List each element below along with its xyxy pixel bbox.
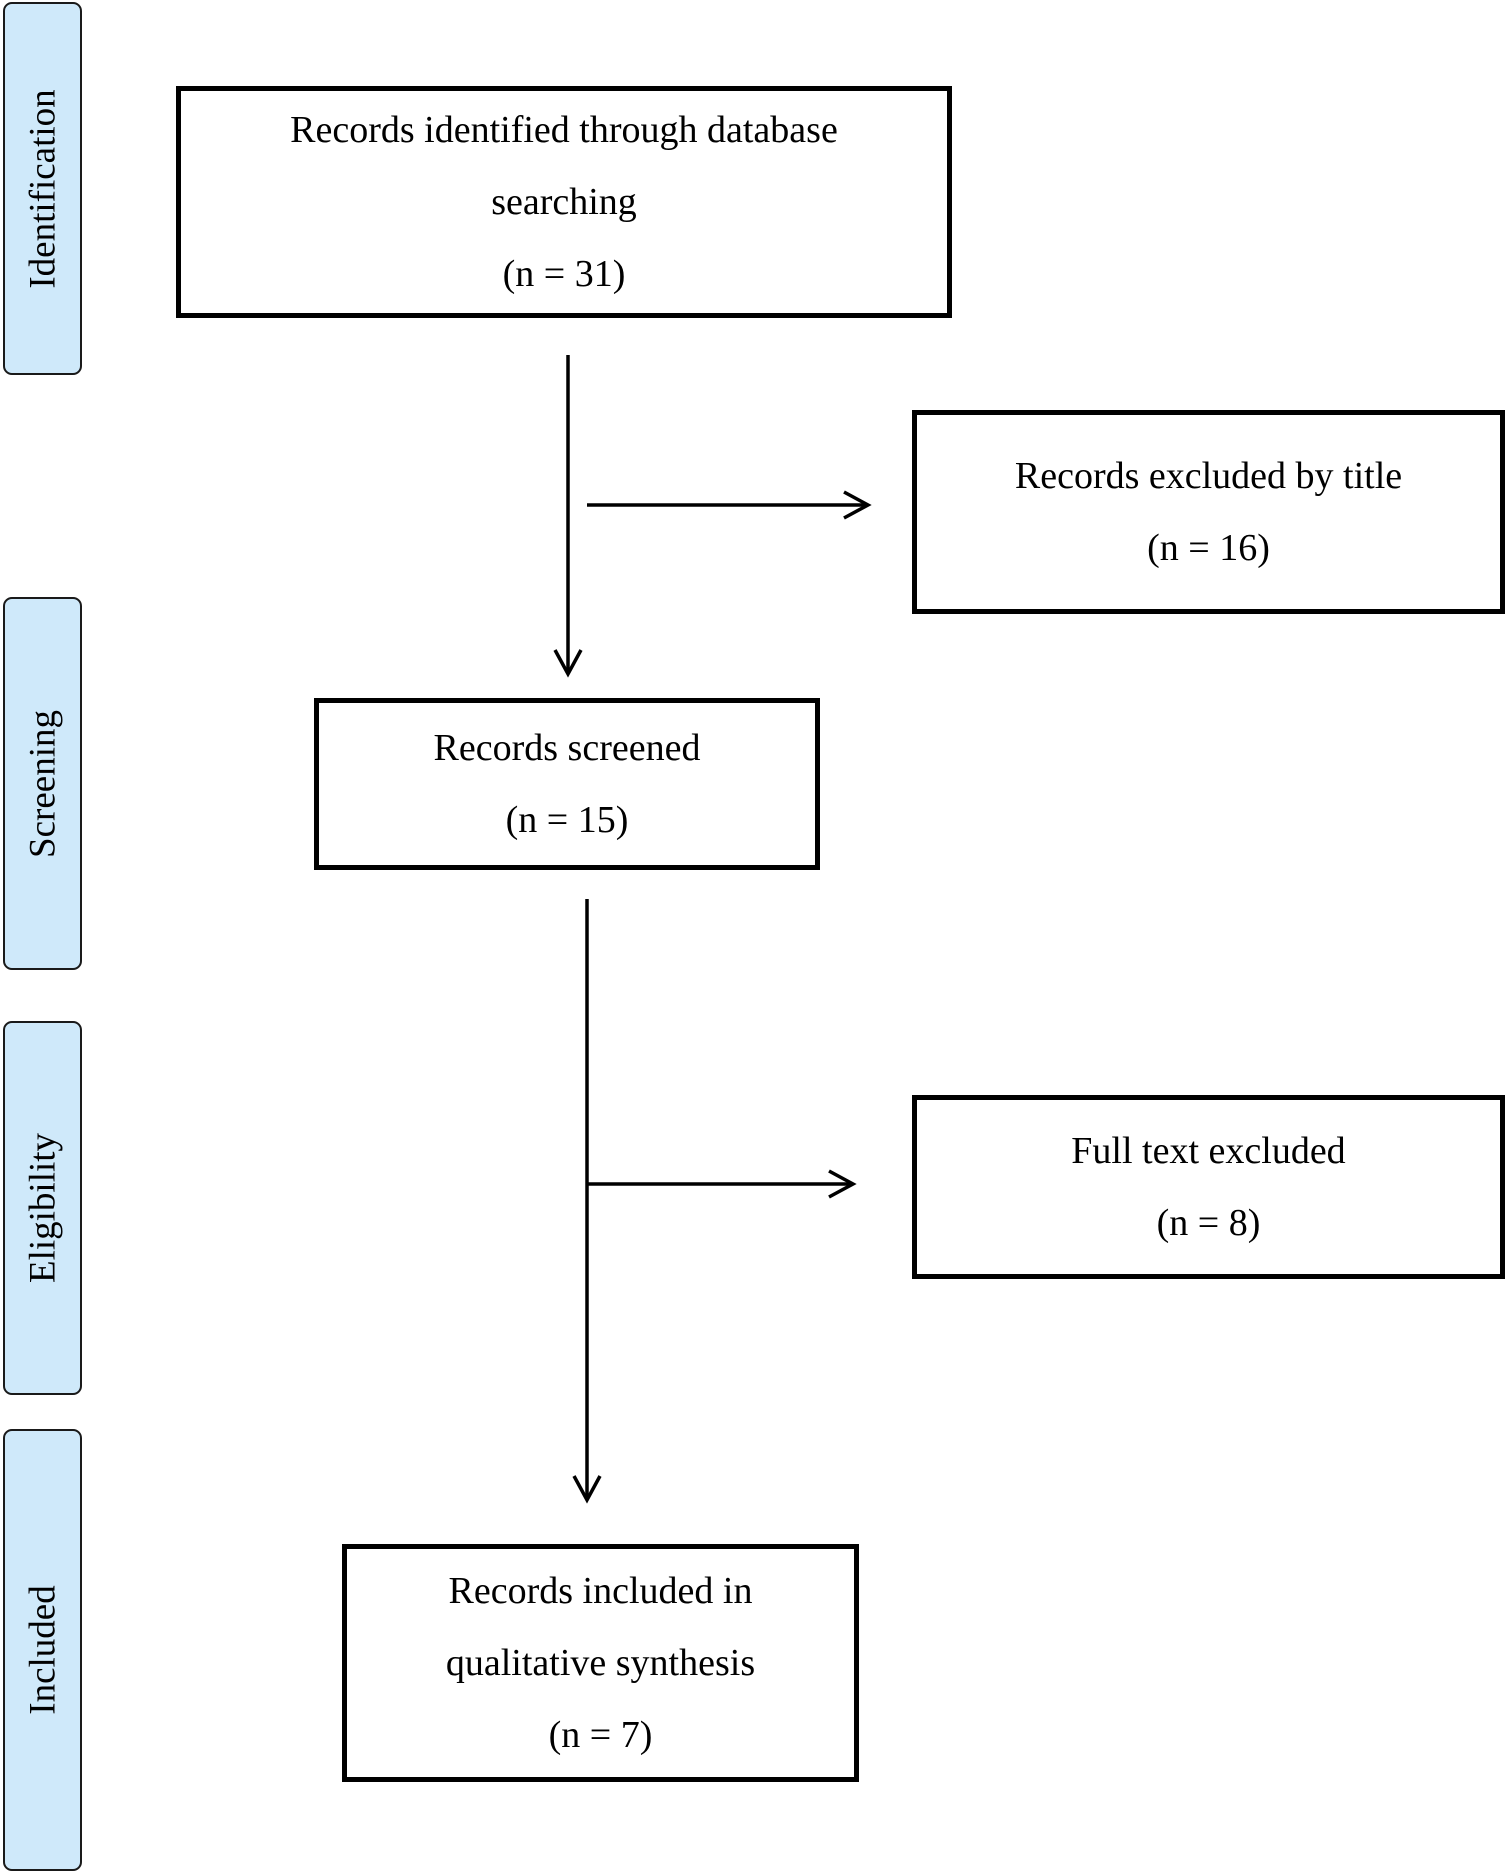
box-full-text-excluded-line1: Full text excluded xyxy=(1071,1130,1346,1172)
box-records-identified-line2: searching xyxy=(491,181,637,223)
box-records-included-count: (n = 7) xyxy=(548,1714,653,1756)
box-full-text-excluded: Full text excluded (n = 8) xyxy=(912,1095,1505,1279)
phase-screening: Screening xyxy=(3,597,82,970)
box-full-text-excluded-count: (n = 8) xyxy=(1156,1202,1261,1244)
phase-eligibility: Eligibility xyxy=(3,1021,82,1395)
box-records-included-line1: Records included in xyxy=(448,1570,753,1612)
arrow-to-full-text-excluded xyxy=(587,1169,857,1199)
box-records-identified-line1: Records identified through database xyxy=(290,109,838,151)
box-records-identified-count: (n = 31) xyxy=(502,253,626,295)
box-records-screened: Records screened (n = 15) xyxy=(314,698,820,870)
arrow-screened-to-included xyxy=(572,899,602,1504)
phase-included: Included xyxy=(3,1429,82,1871)
phase-included-label: Included xyxy=(22,1585,63,1715)
box-records-screened-count: (n = 15) xyxy=(505,799,629,841)
box-records-excluded-line1: Records excluded by title xyxy=(1014,455,1403,497)
box-records-excluded-count: (n = 16) xyxy=(1147,527,1270,569)
phase-identification-label: Identification xyxy=(22,88,63,289)
box-records-screened-line1: Records screened xyxy=(433,727,701,769)
phase-identification: Identification xyxy=(3,2,82,375)
box-records-included: Records included in qualitative synthesi… xyxy=(342,1544,859,1782)
arrow-to-excluded-by-title xyxy=(587,490,872,520)
box-records-included-line2: qualitative synthesis xyxy=(445,1642,756,1684)
arrow-identified-to-screened xyxy=(553,355,583,678)
phase-screening-label: Screening xyxy=(22,709,63,858)
box-records-excluded-by-title: Records excluded by title (n = 16) xyxy=(912,410,1505,614)
phase-eligibility-label: Eligibility xyxy=(22,1132,63,1284)
box-records-identified: Records identified through database sear… xyxy=(176,86,952,318)
